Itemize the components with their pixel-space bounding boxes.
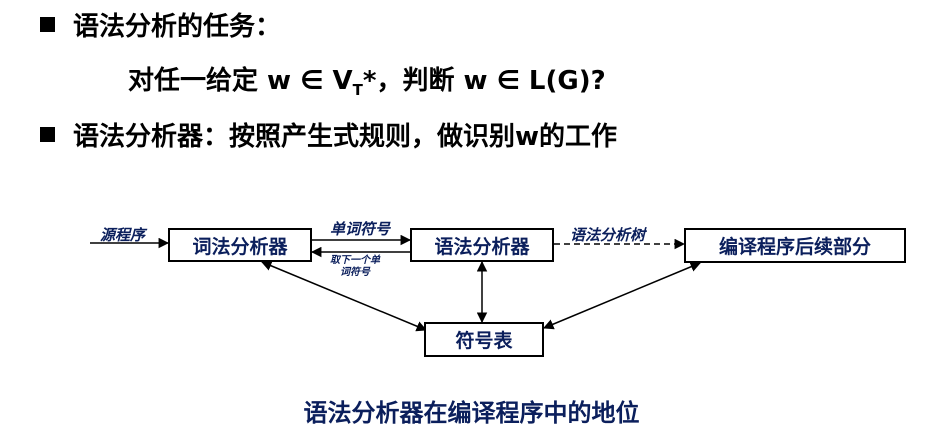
task-detail-prefix: 对任一给定 w ∈ V [128, 66, 353, 96]
task-detail-suffix: *，判断 w ∈ L(G)? [362, 66, 606, 96]
arrow-backend-symtab [543, 261, 701, 330]
bullet-text-task: 语法分析的任务： [73, 12, 282, 42]
arrow-lexer-symtab [261, 260, 427, 332]
label-get-next-token-line1: 取下一个单 [330, 255, 380, 266]
label-token: 单词符号 [330, 220, 391, 238]
bullet-text-parser: 语法分析器：按照产生式规则，做识别w的工作 [73, 122, 618, 152]
task-detail-line: 对任一给定 w ∈ VT*，判断 w ∈ L(G)? [128, 60, 606, 99]
task-detail-subscript: T [352, 81, 363, 99]
label-source-program: 源程序 [100, 226, 146, 244]
box-parser: 语法分析器 [410, 228, 554, 262]
box-symbol-table: 符号表 [424, 322, 544, 357]
box-compiler-backend: 编译程序后续部分 [684, 228, 906, 263]
bullet-item-task: 语法分析的任务： [40, 6, 281, 43]
label-parse-tree: 语法分析树 [570, 226, 646, 244]
diagram-caption: 语法分析器在编译程序中的地位 [303, 399, 640, 427]
label-get-next-token-line2: 词符号 [340, 267, 370, 278]
bullet-square-icon [40, 17, 55, 32]
bullet-square-icon [40, 127, 55, 142]
bullet-item-parser: 语法分析器：按照产生式规则，做识别w的工作 [40, 116, 617, 153]
box-lexer: 词法分析器 [168, 228, 312, 262]
label-get-next-token: 取下一个单 词符号 [330, 255, 380, 279]
